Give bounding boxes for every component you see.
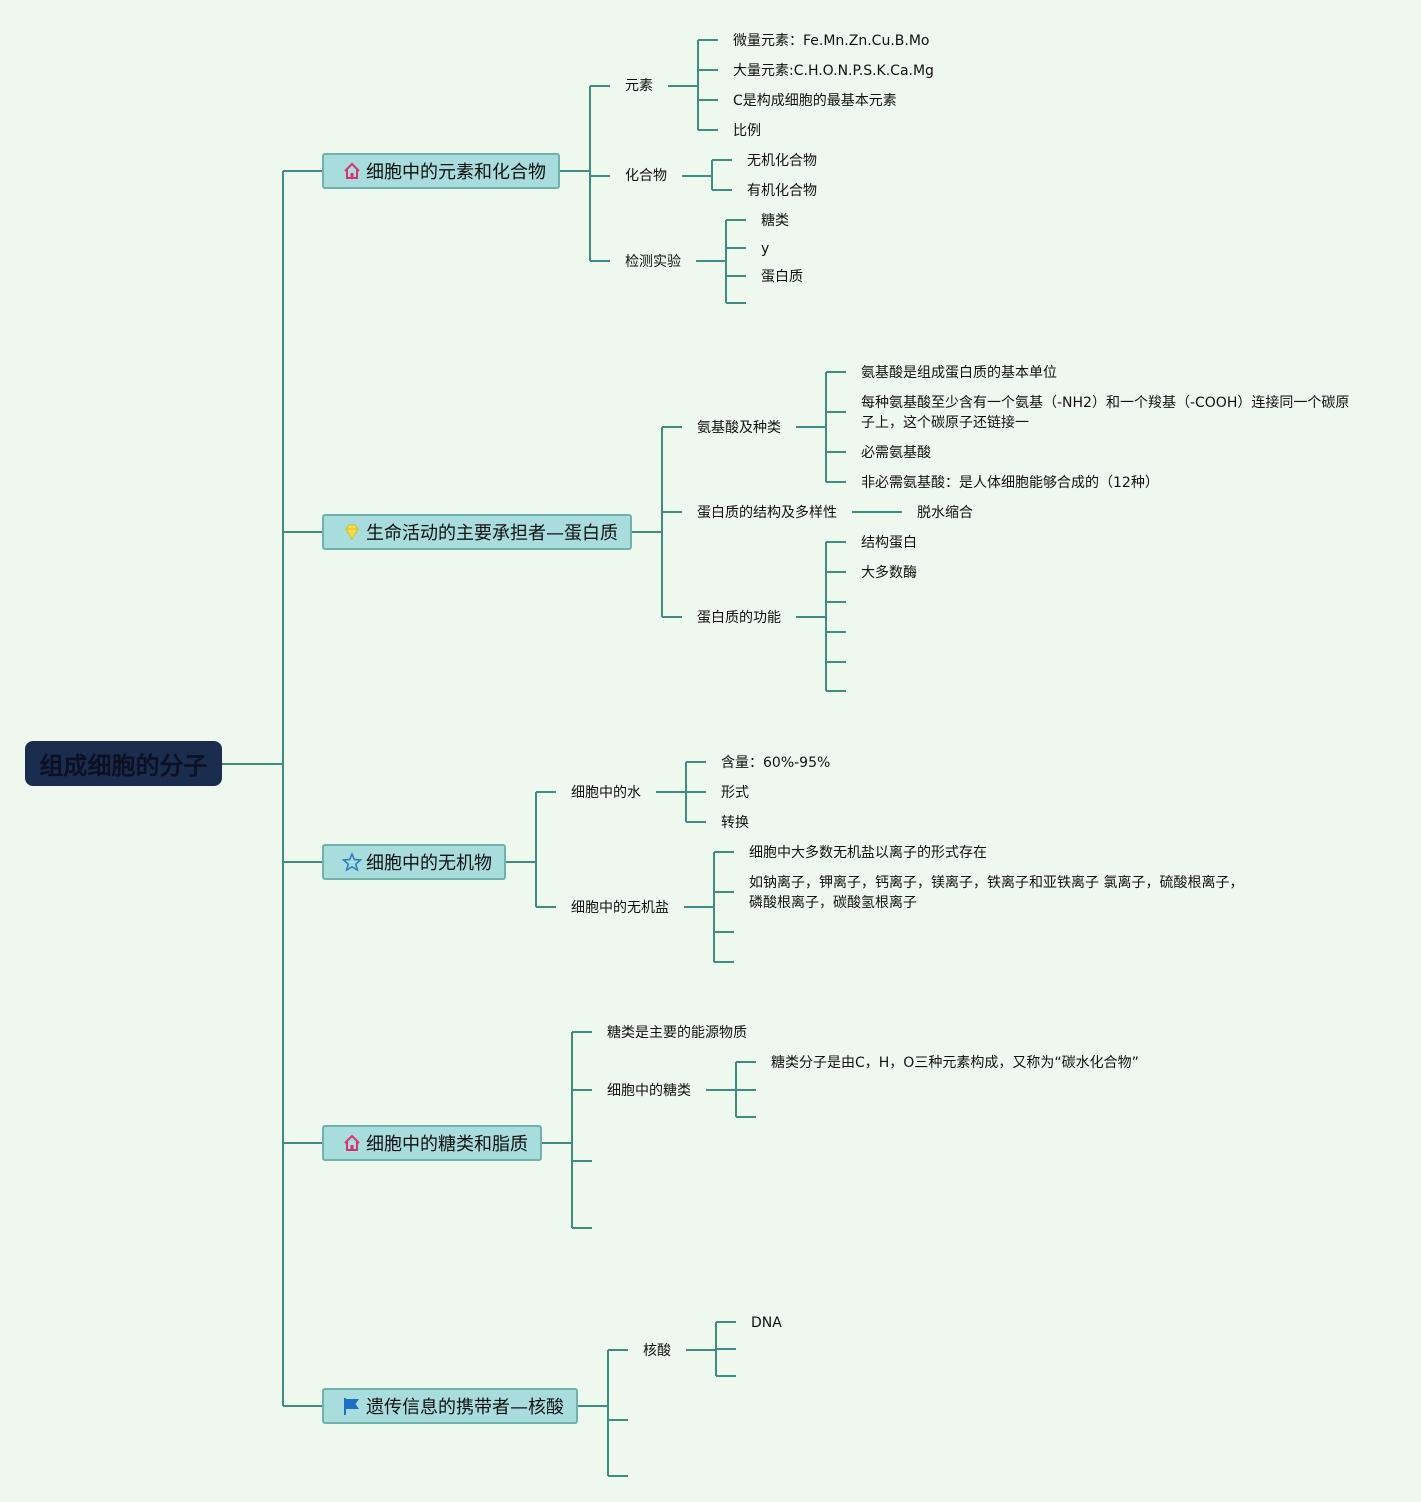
leaf-sugar-composition[interactable]: 糖类分子是由C，H，O三种元素构成，又称为“碳水化合物”: [771, 1055, 1139, 1071]
topic-title: 遗传信息的携带者—核酸: [366, 1397, 564, 1418]
leaf-dna[interactable]: DNA: [751, 1315, 782, 1331]
root-node[interactable]: 组成细胞的分子: [25, 741, 222, 786]
topic-title: 细胞中的糖类和脂质: [366, 1134, 528, 1155]
leaf-dehydration-condensation[interactable]: 脱水缩合: [917, 505, 973, 521]
leaf-essential-amino[interactable]: 必需氨基酸: [861, 445, 931, 461]
topic-nucleic-acid[interactable]: 遗传信息的携带者—核酸: [322, 1388, 578, 1424]
topic-sugars-lipids[interactable]: 细胞中的糖类和脂质: [322, 1125, 542, 1161]
subtopic-amino-acids[interactable]: 氨基酸及种类: [697, 420, 781, 436]
leaf-trace-elements[interactable]: 微量元素：Fe.Mn.Zn.Cu.B.Mo: [733, 33, 930, 49]
subtopic-compounds[interactable]: 化合物: [625, 168, 667, 184]
subtopic-protein-structure[interactable]: 蛋白质的结构及多样性: [697, 505, 837, 521]
leaf-organic-compounds[interactable]: 有机化合物: [747, 183, 817, 199]
leaf-salts-ion-list[interactable]: 如钠离子，钾离子，钙离子，镁离子，铁离子和亚铁离子 氯离子，硫酸根离子，磷酸根离…: [749, 875, 1244, 911]
subtopic-inorganic-salts[interactable]: 细胞中的无机盐: [571, 900, 669, 916]
leaf-sugar-energy[interactable]: 糖类是主要的能源物质: [607, 1025, 747, 1041]
topic-protein[interactable]: 生命活动的主要承担者—蛋白质: [322, 514, 632, 550]
leaf-test-protein[interactable]: 蛋白质: [761, 269, 803, 285]
leaf-water-content[interactable]: 含量：60%-95%: [721, 755, 831, 771]
subtopic-elements[interactable]: 元素: [625, 78, 653, 94]
leaf-water-form[interactable]: 形式: [721, 785, 749, 801]
leaf-structural-protein[interactable]: 结构蛋白: [861, 535, 917, 551]
leaf-test-y[interactable]: y: [761, 241, 770, 257]
leaf-ratio[interactable]: 比例: [733, 123, 761, 139]
leaf-enzymes[interactable]: 大多数酶: [861, 565, 917, 581]
topic-title: 细胞中的元素和化合物: [366, 162, 546, 183]
leaf-nonessential-amino[interactable]: 非必需氨基酸：是人体细胞能够合成的（12种）: [861, 475, 1159, 491]
leaf-amino-structure[interactable]: 每种氨基酸至少含有一个氨基（-NH2）和一个羧基（-COOH）连接同一个碳原子上…: [861, 395, 1350, 431]
topic-inorganic[interactable]: 细胞中的无机物: [322, 844, 506, 880]
house-icon: [342, 1133, 362, 1153]
star-icon: [341, 851, 363, 872]
subtopic-nucleic-acid[interactable]: 核酸: [643, 1343, 671, 1359]
subtopic-tests[interactable]: 检测实验: [625, 254, 681, 270]
topic-title: 细胞中的无机物: [366, 853, 492, 874]
leaf-test-sugar[interactable]: 糖类: [761, 213, 789, 229]
root-label: 组成细胞的分子: [39, 752, 208, 780]
diamond-icon: [342, 522, 362, 542]
subtopic-protein-function[interactable]: 蛋白质的功能: [697, 610, 781, 626]
leaf-salts-ionic-form[interactable]: 细胞中大多数无机盐以离子的形式存在: [749, 845, 987, 861]
subtopic-sugars[interactable]: 细胞中的糖类: [607, 1083, 691, 1099]
subtopic-water[interactable]: 细胞中的水: [571, 785, 641, 801]
flag-icon: [342, 1396, 362, 1416]
leaf-major-elements[interactable]: 大量元素:C.H.O.N.P.S.K.Ca.Mg: [733, 63, 934, 79]
topic-elements-compounds[interactable]: 细胞中的元素和化合物: [322, 153, 560, 189]
house-icon: [342, 161, 362, 181]
leaf-amino-basic-unit[interactable]: 氨基酸是组成蛋白质的基本单位: [861, 365, 1057, 381]
topic-title: 生命活动的主要承担者—蛋白质: [366, 523, 618, 544]
leaf-carbon-basic[interactable]: C是构成细胞的最基本元素: [733, 93, 897, 109]
leaf-inorganic-compounds[interactable]: 无机化合物: [747, 153, 817, 169]
leaf-water-conversion[interactable]: 转换: [721, 815, 749, 831]
